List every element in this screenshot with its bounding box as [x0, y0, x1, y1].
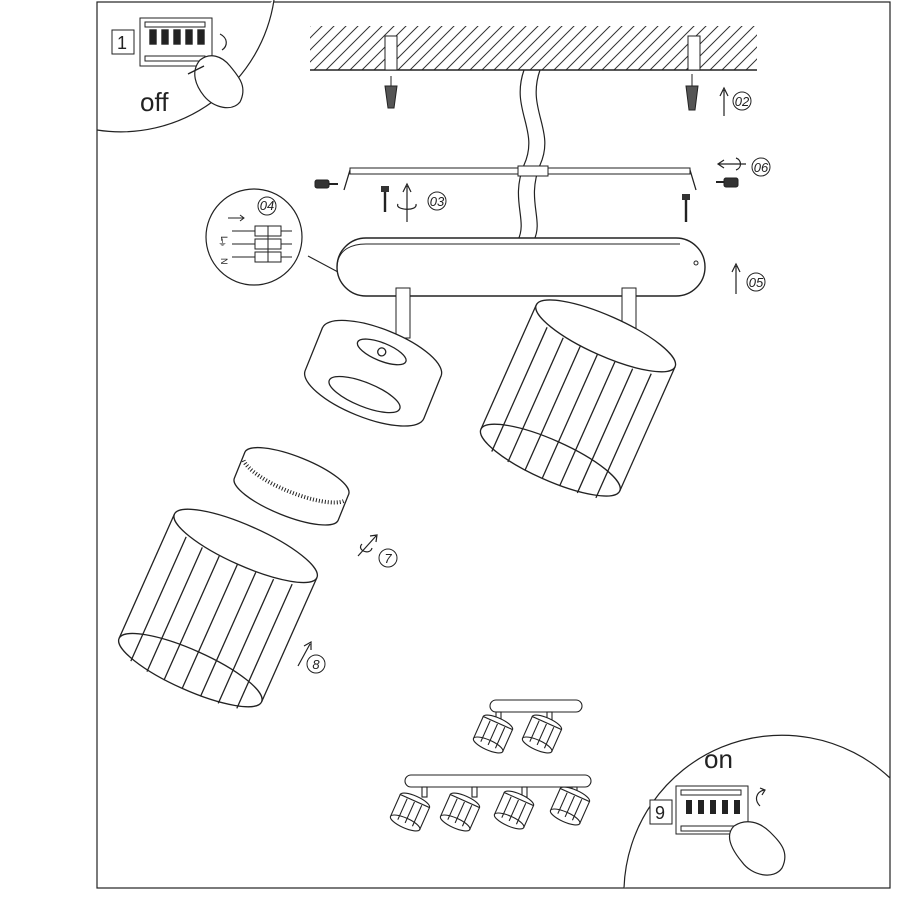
step-6-number: 06: [754, 160, 769, 175]
step-1-state-label: off: [140, 87, 169, 117]
step-7-marker: 7: [357, 534, 398, 568]
step-3-number: 03: [430, 194, 445, 209]
wire-label-earth: ⏚: [218, 238, 227, 248]
ceiling: [310, 26, 757, 71]
cage-shade-loose: [117, 508, 319, 709]
screw-rotate-icon: [716, 157, 746, 171]
hand-icon: [728, 821, 786, 876]
wire-label-neutral: N: [219, 258, 229, 265]
ceiling-drill-hole-left: [384, 35, 398, 71]
step-5-marker: 05: [731, 262, 766, 294]
bracket-screw-left: [381, 186, 389, 212]
wire-label-live: L: [219, 236, 229, 241]
spot-stem-left: [395, 287, 411, 339]
rotate-arrow-icon: [357, 534, 378, 557]
wiring-inset: 04 L ⏚ N: [205, 188, 339, 286]
cage-shade-mounted: [479, 299, 677, 499]
side-screw-left: [314, 179, 338, 189]
mains-cable: [517, 69, 546, 241]
step-2-number: 02: [735, 94, 750, 109]
step-2-marker: 02: [719, 86, 752, 116]
wall-plug-right: [685, 74, 699, 111]
wall-plug-left: [384, 76, 398, 109]
step-9-switch-on-inset: 9 on: [623, 734, 891, 889]
breaker-switches: [149, 29, 205, 45]
gx53-bulb: [233, 446, 350, 526]
side-screw-right: [716, 177, 739, 188]
step-3-marker: 03: [397, 182, 447, 222]
up-arrow-icon: [719, 86, 729, 116]
variant-two-light: [472, 699, 583, 754]
step-1-number: 1: [117, 33, 127, 53]
screw-rotate-icon: [397, 182, 417, 222]
step-8-marker: 8: [297, 640, 326, 674]
terminal-block: [228, 214, 292, 263]
variant-four-light: [389, 774, 592, 832]
up-arrow-icon: [297, 640, 312, 667]
step-9-number-box: [649, 799, 673, 825]
step-1-number-box: [111, 29, 135, 55]
up-arrow-icon: [731, 262, 741, 294]
page-border: [96, 1, 891, 889]
lamp-holder: [303, 319, 443, 427]
breaker-switches: [686, 800, 740, 814]
step-5-number: 05: [749, 275, 764, 290]
step-4-number: 04: [260, 198, 274, 213]
bracket-screw-right: [682, 194, 690, 222]
step-8-number: 8: [312, 657, 320, 672]
step-1-switch-off-inset: 1 off: [96, 0, 275, 133]
hand-icon: [194, 55, 244, 109]
rotate-arrow-icon: [755, 787, 766, 807]
step-7-number: 7: [384, 551, 392, 566]
ceiling-drill-hole-right: [687, 35, 701, 71]
rotate-arrow-icon: [219, 33, 227, 51]
mounting-bracket: [343, 165, 697, 191]
step-9-state-label: on: [704, 744, 733, 774]
step-9-number: 9: [655, 803, 665, 823]
canopy-base: [336, 237, 706, 297]
step-6-marker: 06: [716, 157, 771, 177]
